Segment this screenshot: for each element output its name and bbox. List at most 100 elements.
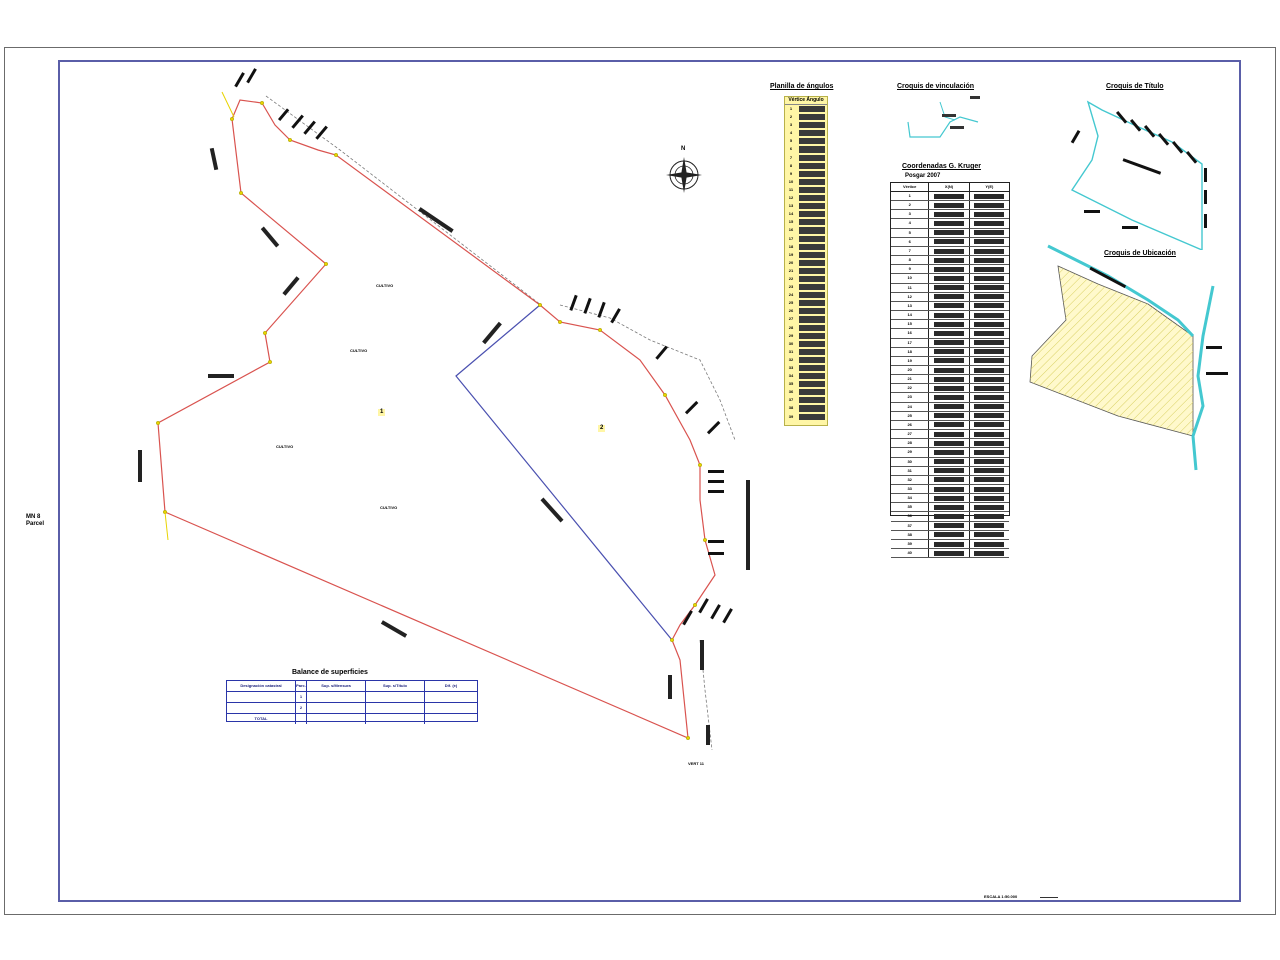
coords-y-cell (970, 476, 1009, 484)
coords-x-cell (929, 503, 970, 512)
angles-table-row: 4 (785, 129, 827, 137)
coords-y-cell (970, 375, 1009, 383)
angles-vertex-cell: 35 (788, 381, 794, 387)
coords-table-subtitle: Posgar 2007 (905, 173, 941, 179)
coords-x-cell (929, 475, 970, 484)
coords-vertex-cell: 15 (891, 320, 930, 329)
coords-value-mark (974, 358, 1005, 364)
angles-table-row: 22 (785, 275, 827, 283)
coords-header-x: X(N) (929, 183, 970, 191)
angles-vertex-cell: 17 (788, 235, 794, 241)
angles-table-row: 36 (785, 388, 827, 396)
angles-value-cell (799, 203, 825, 210)
location-sketch (1029, 244, 1228, 471)
balance-cell (307, 692, 366, 702)
coords-x-cell (929, 430, 970, 439)
coords-table-row: 1 (891, 192, 1009, 202)
coords-vertex-cell: 20 (891, 365, 930, 375)
coords-value-mark (974, 431, 1005, 437)
coords-x-cell (929, 256, 970, 265)
coords-vertex-cell: 30 (891, 457, 930, 466)
angles-table-row: 9 (785, 170, 827, 178)
angles-value-cell (799, 138, 825, 145)
parcel-1-number: 1 (378, 409, 386, 416)
coords-value-mark (934, 532, 965, 538)
title-sketch (1070, 100, 1207, 250)
angles-vertex-cell: 25 (788, 300, 794, 306)
coords-value-mark (934, 239, 965, 245)
coords-table-row: 3 (891, 210, 1009, 220)
coords-value-mark (934, 340, 965, 346)
coords-y-cell (970, 256, 1009, 264)
angles-vertex-cell: 14 (788, 211, 794, 217)
coords-value-mark (934, 221, 965, 227)
balance-cell (307, 703, 366, 713)
coords-table-row: 5 (891, 228, 1009, 238)
coords-x-cell (929, 448, 970, 457)
coords-x-cell (929, 402, 970, 411)
coords-y-cell (970, 329, 1009, 337)
coords-value-mark (934, 275, 965, 281)
coords-value-mark (974, 550, 1005, 556)
coords-table-row: 16 (891, 329, 1009, 339)
angles-table-title: Planilla de ángulos (770, 83, 834, 90)
coords-value-mark (974, 449, 1005, 455)
angles-table-row: 32 (785, 356, 827, 364)
coords-y-cell (970, 229, 1009, 237)
angles-value-cell (799, 389, 825, 396)
coords-table-row: 26 (891, 420, 1009, 431)
coords-table-row: 12 (891, 292, 1009, 302)
drawing-sheet (4, 47, 1276, 915)
division-line (455, 304, 673, 641)
angles-value-cell (799, 397, 825, 404)
coords-value-mark (934, 395, 965, 401)
angles-table-row: 12 (785, 194, 827, 202)
angles-vertex-cell: 31 (788, 348, 794, 354)
angles-table-row: 3 (785, 121, 827, 129)
angles-value-cell (799, 162, 825, 169)
coords-vertex-cell: 25 (891, 411, 930, 420)
balance-table-title: Balance de superficies (292, 669, 368, 676)
angles-value-cell (799, 259, 825, 266)
angles-vertex-cell: 22 (788, 275, 794, 281)
coords-value-mark (934, 367, 965, 373)
angles-value-cell (799, 405, 825, 412)
coords-x-cell (929, 283, 970, 292)
angles-value-cell (799, 413, 825, 420)
angles-table-row: 14 (785, 210, 827, 218)
angles-table-row: 37 (785, 396, 827, 404)
bottom-point-label: VERT 11 (688, 761, 705, 766)
coords-table-row: 20 (891, 365, 1009, 376)
coords-table-row: 40 (891, 549, 1009, 559)
coords-value-mark (974, 440, 1005, 446)
coords-vertex-cell: 13 (891, 301, 930, 311)
coords-value-mark (934, 514, 965, 520)
vinculation-title: Croquis de vinculación (897, 83, 975, 90)
coords-y-cell (970, 448, 1009, 456)
coords-value-mark (934, 303, 965, 309)
coords-table-row: 13 (891, 301, 1009, 312)
angles-vertex-cell: 2 (789, 114, 793, 120)
coords-vertex-cell: 22 (891, 384, 930, 393)
coords-table-row: 39 (891, 539, 1009, 550)
zone-label: CULTIVO (350, 348, 368, 353)
coords-vertex-cell: 36 (891, 512, 930, 521)
coords-value-mark (974, 349, 1005, 355)
coords-y-cell (970, 494, 1009, 502)
coords-x-cell (929, 393, 970, 402)
coords-y-cell (970, 201, 1009, 209)
coords-x-cell (929, 539, 970, 549)
balance-cell (366, 703, 425, 713)
coords-x-cell (929, 292, 970, 301)
angles-value-cell (799, 381, 825, 388)
angles-table-row: 13 (785, 202, 827, 210)
coords-table-row: 9 (891, 265, 1009, 275)
coords-value-mark (934, 285, 965, 291)
balance-cell (296, 714, 307, 724)
title-sketch-title: Croquis de Título (1106, 83, 1164, 90)
coords-y-cell (970, 485, 1009, 493)
scale-bar (1040, 897, 1058, 898)
zone-label: CULTIVO (376, 283, 394, 288)
coords-y-cell (970, 439, 1009, 447)
